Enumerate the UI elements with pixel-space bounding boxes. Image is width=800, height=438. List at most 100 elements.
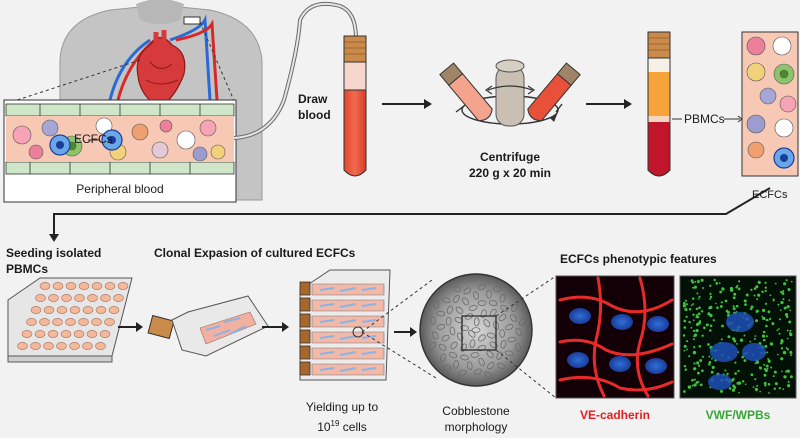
cobble-cell [477,300,487,306]
wpb-dot [738,391,740,394]
wpb-dot [741,380,745,383]
wpb-dot [699,320,702,323]
well [21,330,33,338]
wpb-dot [737,280,741,283]
cobble-cell [429,341,437,350]
wpb-dot [733,292,737,296]
wpb-dot [768,317,772,321]
centrifuge-icon [439,59,581,127]
well [43,342,54,350]
wpb-dot [736,343,738,345]
wpb-dot [778,328,780,330]
wpb-dot [691,384,694,387]
wpb-dot [782,388,785,391]
wpb-dot [683,349,686,352]
wpb-dot [690,279,694,282]
well [39,282,51,290]
flask-cap [299,313,311,328]
wpb-dot [707,313,710,316]
flask-cap [299,361,311,376]
wpb-dot [695,316,698,319]
cobble-cell [487,361,495,370]
wpb-dot [761,315,764,318]
well [35,294,46,302]
wpb-dot [699,383,703,387]
wpb-dot [776,353,779,356]
wpb-dot [693,285,697,289]
wpb-dot [787,380,790,383]
wpb-dot [754,335,757,337]
clonal-expansion-label: Clonal Expasion of cultured ECFCs [154,246,356,260]
wpb-dot [763,373,767,377]
cobble-cell [500,304,509,312]
wpb-dot [690,304,693,307]
cobble-cell [504,350,514,357]
wpb-dot [712,319,715,322]
wpb-dot [744,303,747,306]
wpb-dot [697,312,701,316]
wpb-dot [709,313,713,318]
wpb-dot [684,299,688,302]
wpb-dot [790,354,792,357]
wpb-dot [789,350,793,354]
well [30,342,41,350]
wpb-dot [684,369,687,372]
wpb-dot [682,304,687,308]
wpb-dot [781,370,783,373]
well [91,282,103,290]
wpb-dot [715,282,719,285]
cobble-cell [460,354,469,361]
wpb-dot [783,375,787,379]
phenotypic-features-label: ECFCs phenotypic features [560,252,717,266]
wpb-dot [743,299,747,303]
cobble-cell [455,306,464,314]
well [65,318,76,326]
cobble-cell [436,323,446,330]
ve-cadherin-label: VE-cadherin [579,408,651,422]
well [34,330,46,338]
cobble-cell [478,357,485,367]
well [99,330,111,338]
cobble-cell [515,327,522,337]
wpb-dot [786,348,790,351]
ecfcs-inset-label: ECFCs [74,132,113,146]
wpb-dot [716,306,719,309]
wpb-dot [737,381,742,385]
wpb-dot [754,362,757,365]
wpb-dot [755,309,759,313]
wpb-dot [771,322,775,326]
culture-flask [147,295,269,357]
wpb-dot [707,343,710,346]
wpb-dot [785,279,788,282]
flask-cells [319,335,377,340]
cobble-cell [488,300,498,307]
well [30,306,42,314]
wpb-dot [702,287,705,289]
cobble-cell [470,352,480,358]
nucleus [611,314,633,330]
wpb-dot [780,339,784,343]
well [61,294,72,302]
well [52,282,64,290]
wpb-dot [696,292,699,295]
wpb-dot [765,335,768,338]
wpb-dot [688,308,692,311]
wpb-dot [763,338,766,342]
wpb-dot [708,306,711,310]
nucleus [567,352,589,368]
well [69,306,81,314]
wpb-dot [709,284,712,287]
well [47,330,59,338]
wpb-dot [699,359,703,363]
cobble-cell [468,305,478,311]
wpb-dot [688,320,691,324]
wpb-dot [693,367,697,371]
wpb-dot [764,286,767,289]
cobble-cell [448,351,458,359]
wpb-dot [772,299,775,302]
wpb-dot [788,320,792,324]
wpb-dot [687,385,692,389]
wpb-dot [709,298,712,300]
well [39,318,50,326]
